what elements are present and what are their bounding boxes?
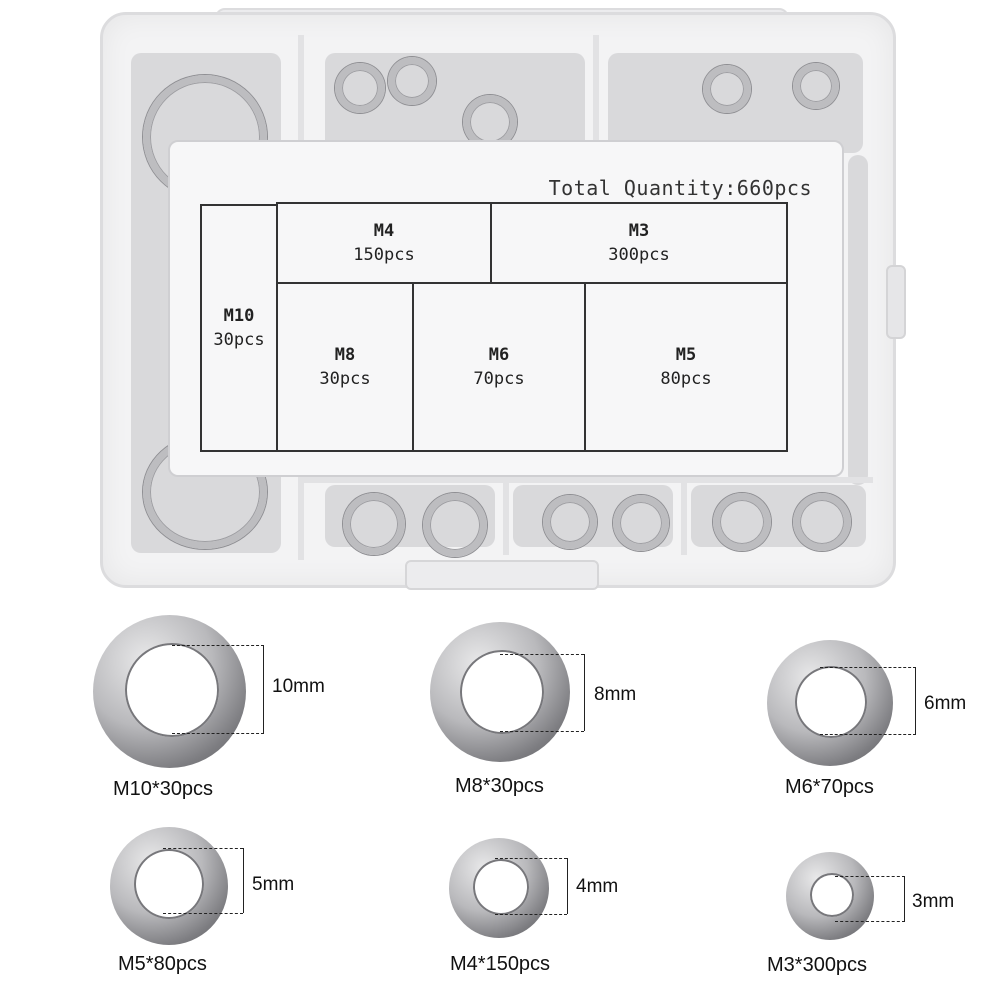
washer-caption: M8*30pcs [455, 775, 544, 797]
cell-size: M3 [628, 221, 650, 241]
box-clasp [405, 560, 599, 590]
washer-caption: M5*80pcs [118, 953, 207, 975]
cell-size: M8 [334, 345, 356, 365]
washer-caption: M6*70pcs [785, 776, 874, 798]
dimension-guide [495, 858, 567, 859]
dimension-label: 10mm [272, 676, 325, 697]
label-cell-m6: M6 70pcs [412, 282, 586, 452]
dimension-label: 3mm [912, 891, 955, 912]
dimension-guide [163, 913, 243, 914]
box-hinge [886, 265, 906, 339]
quantity-label-card: Total Quantity:660pcs M4 150pcs M3 300pc… [168, 140, 844, 477]
washer [713, 493, 771, 551]
dimension-bar [567, 858, 568, 914]
label-cell-m10: M10 30pcs [200, 204, 278, 452]
washer-caption: M3*300pcs [767, 954, 868, 976]
washer [793, 493, 851, 551]
dimension-guide [172, 733, 264, 734]
washer [793, 63, 839, 109]
dimension-bar [904, 876, 905, 921]
washer [423, 493, 487, 557]
box-divider [303, 477, 873, 483]
washer [543, 495, 597, 549]
cell-qty: 70pcs [473, 369, 525, 389]
washer [343, 493, 405, 555]
compartment-right-column [848, 155, 868, 485]
dimension-bar [263, 645, 264, 733]
box-divider [503, 480, 509, 555]
dimension-label: 4mm [576, 876, 619, 897]
label-cell-m3: M3 300pcs [490, 202, 788, 284]
label-cell-m8: M8 30pcs [276, 282, 414, 452]
dimension-guide [820, 667, 916, 668]
washer [703, 65, 751, 113]
dimension-guide [500, 654, 584, 655]
dimension-guide [835, 876, 905, 877]
washer-caption: M10*30pcs [113, 778, 214, 800]
washer-hole [125, 643, 219, 737]
dimension-label: 6mm [924, 693, 967, 714]
label-cell-m4: M4 150pcs [276, 202, 492, 284]
washer-hole [810, 873, 854, 917]
washer-hole [134, 849, 204, 919]
washer-hole [460, 650, 544, 734]
dimension-guide [820, 734, 916, 735]
washer [335, 63, 385, 113]
dimension-guide [172, 645, 264, 646]
dimension-label: 5mm [252, 874, 295, 895]
cell-qty: 150pcs [353, 245, 415, 265]
dimension-guide [500, 731, 584, 732]
washer-caption: M4*150pcs [450, 953, 551, 975]
dimension-bar [243, 848, 244, 913]
box-divider [681, 480, 687, 555]
dimension-guide [835, 921, 905, 922]
dimension-guide [163, 848, 243, 849]
washer-hole [473, 859, 529, 915]
cell-qty: 30pcs [319, 369, 371, 389]
dimension-bar [584, 654, 585, 731]
cell-size: M10 [223, 306, 255, 326]
dimension-bar [915, 667, 916, 734]
washer-hole [795, 666, 867, 738]
total-quantity: Total Quantity:660pcs [548, 176, 812, 200]
washer [613, 495, 669, 551]
cell-size: M6 [488, 345, 510, 365]
washer [388, 57, 436, 105]
cell-qty: 300pcs [608, 245, 670, 265]
cell-size: M5 [675, 345, 697, 365]
label-cell-m5: M5 80pcs [584, 282, 788, 452]
cell-qty: 30pcs [213, 330, 265, 350]
dimension-guide [495, 914, 567, 915]
box-divider [593, 35, 599, 155]
dimension-label: 8mm [594, 684, 637, 705]
cell-size: M4 [373, 221, 395, 241]
cell-qty: 80pcs [660, 369, 712, 389]
